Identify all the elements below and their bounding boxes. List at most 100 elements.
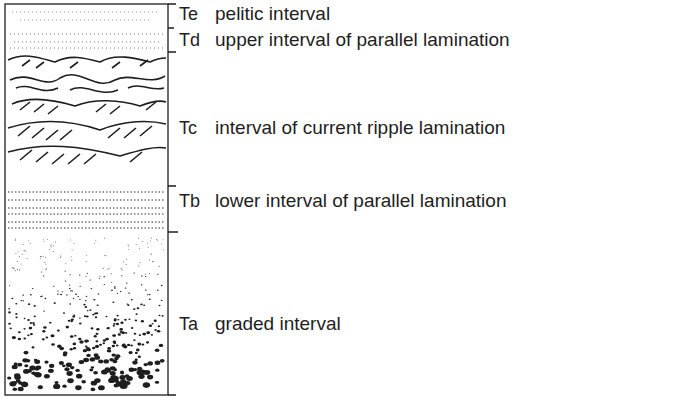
grain <box>148 246 149 248</box>
grain <box>66 294 67 295</box>
grain <box>79 274 80 275</box>
grain <box>138 237 139 239</box>
grain <box>135 359 138 361</box>
grain <box>18 338 21 340</box>
grain <box>113 325 115 327</box>
grain <box>65 271 66 272</box>
grain <box>94 242 95 244</box>
grain <box>135 352 138 354</box>
grain <box>14 375 21 380</box>
grain <box>32 346 35 348</box>
grain <box>30 243 31 245</box>
grain <box>73 343 77 346</box>
grain <box>75 294 77 295</box>
grain <box>86 254 87 256</box>
grain <box>65 281 66 282</box>
grain <box>41 256 42 258</box>
grain <box>127 344 130 346</box>
grain <box>73 298 75 299</box>
grain <box>149 298 151 300</box>
grain <box>70 274 71 275</box>
grain <box>42 330 45 332</box>
grain <box>63 312 65 314</box>
grain <box>149 325 152 328</box>
grain <box>81 380 86 383</box>
interval-code: Tc <box>179 117 197 139</box>
grain <box>111 273 112 275</box>
grain <box>53 286 54 287</box>
grain <box>23 244 24 246</box>
grain <box>145 276 146 277</box>
grain <box>69 303 71 304</box>
grain <box>101 369 108 374</box>
grain <box>120 331 123 333</box>
grain <box>93 371 98 375</box>
grain <box>38 385 42 388</box>
grain <box>114 288 116 289</box>
grain <box>108 378 115 383</box>
grain <box>40 296 42 297</box>
grain <box>96 312 99 314</box>
grain <box>119 328 123 331</box>
grain <box>62 291 64 292</box>
grain <box>147 294 149 295</box>
grain <box>59 361 64 365</box>
grain <box>133 339 135 341</box>
grain <box>36 365 42 369</box>
grain <box>123 261 124 263</box>
grain <box>121 275 122 276</box>
grain <box>152 323 154 325</box>
grain <box>35 372 40 376</box>
interval-code: Ta <box>179 313 198 335</box>
grain <box>116 345 119 347</box>
grain <box>122 344 126 347</box>
grain <box>98 385 105 390</box>
grain <box>57 294 59 295</box>
grain <box>104 254 105 256</box>
grain <box>29 366 36 371</box>
grain <box>99 278 100 279</box>
grain <box>135 319 138 321</box>
grain <box>155 369 159 372</box>
grain <box>103 267 104 269</box>
grain <box>157 290 159 291</box>
grain <box>40 256 41 258</box>
grain <box>32 288 34 289</box>
grain <box>24 318 26 319</box>
grain <box>17 363 22 367</box>
grain <box>103 276 104 278</box>
grain <box>79 323 82 325</box>
grain <box>60 255 61 257</box>
grain <box>12 387 17 390</box>
grain <box>57 330 60 332</box>
grain <box>113 341 117 344</box>
grain <box>79 286 80 287</box>
grain <box>34 315 36 317</box>
grain <box>129 351 133 354</box>
grain <box>17 261 18 263</box>
grain <box>94 335 97 337</box>
grain <box>147 242 148 244</box>
grain <box>90 357 96 361</box>
grain <box>83 304 85 306</box>
grain <box>138 374 144 379</box>
grain <box>156 239 157 241</box>
grain <box>147 361 153 365</box>
grain <box>74 242 75 244</box>
grain <box>89 369 93 372</box>
grain <box>154 319 157 321</box>
grain <box>133 308 135 310</box>
grain <box>152 260 153 262</box>
grain <box>43 276 44 277</box>
grain <box>112 334 116 337</box>
grain <box>91 327 94 329</box>
grain <box>126 283 128 284</box>
grain <box>49 249 50 251</box>
ripple-lamination <box>8 56 166 164</box>
grain <box>69 284 70 285</box>
grain <box>131 299 133 301</box>
grain <box>134 272 135 273</box>
grain <box>107 268 108 270</box>
grain <box>121 269 122 271</box>
grain <box>57 290 58 291</box>
